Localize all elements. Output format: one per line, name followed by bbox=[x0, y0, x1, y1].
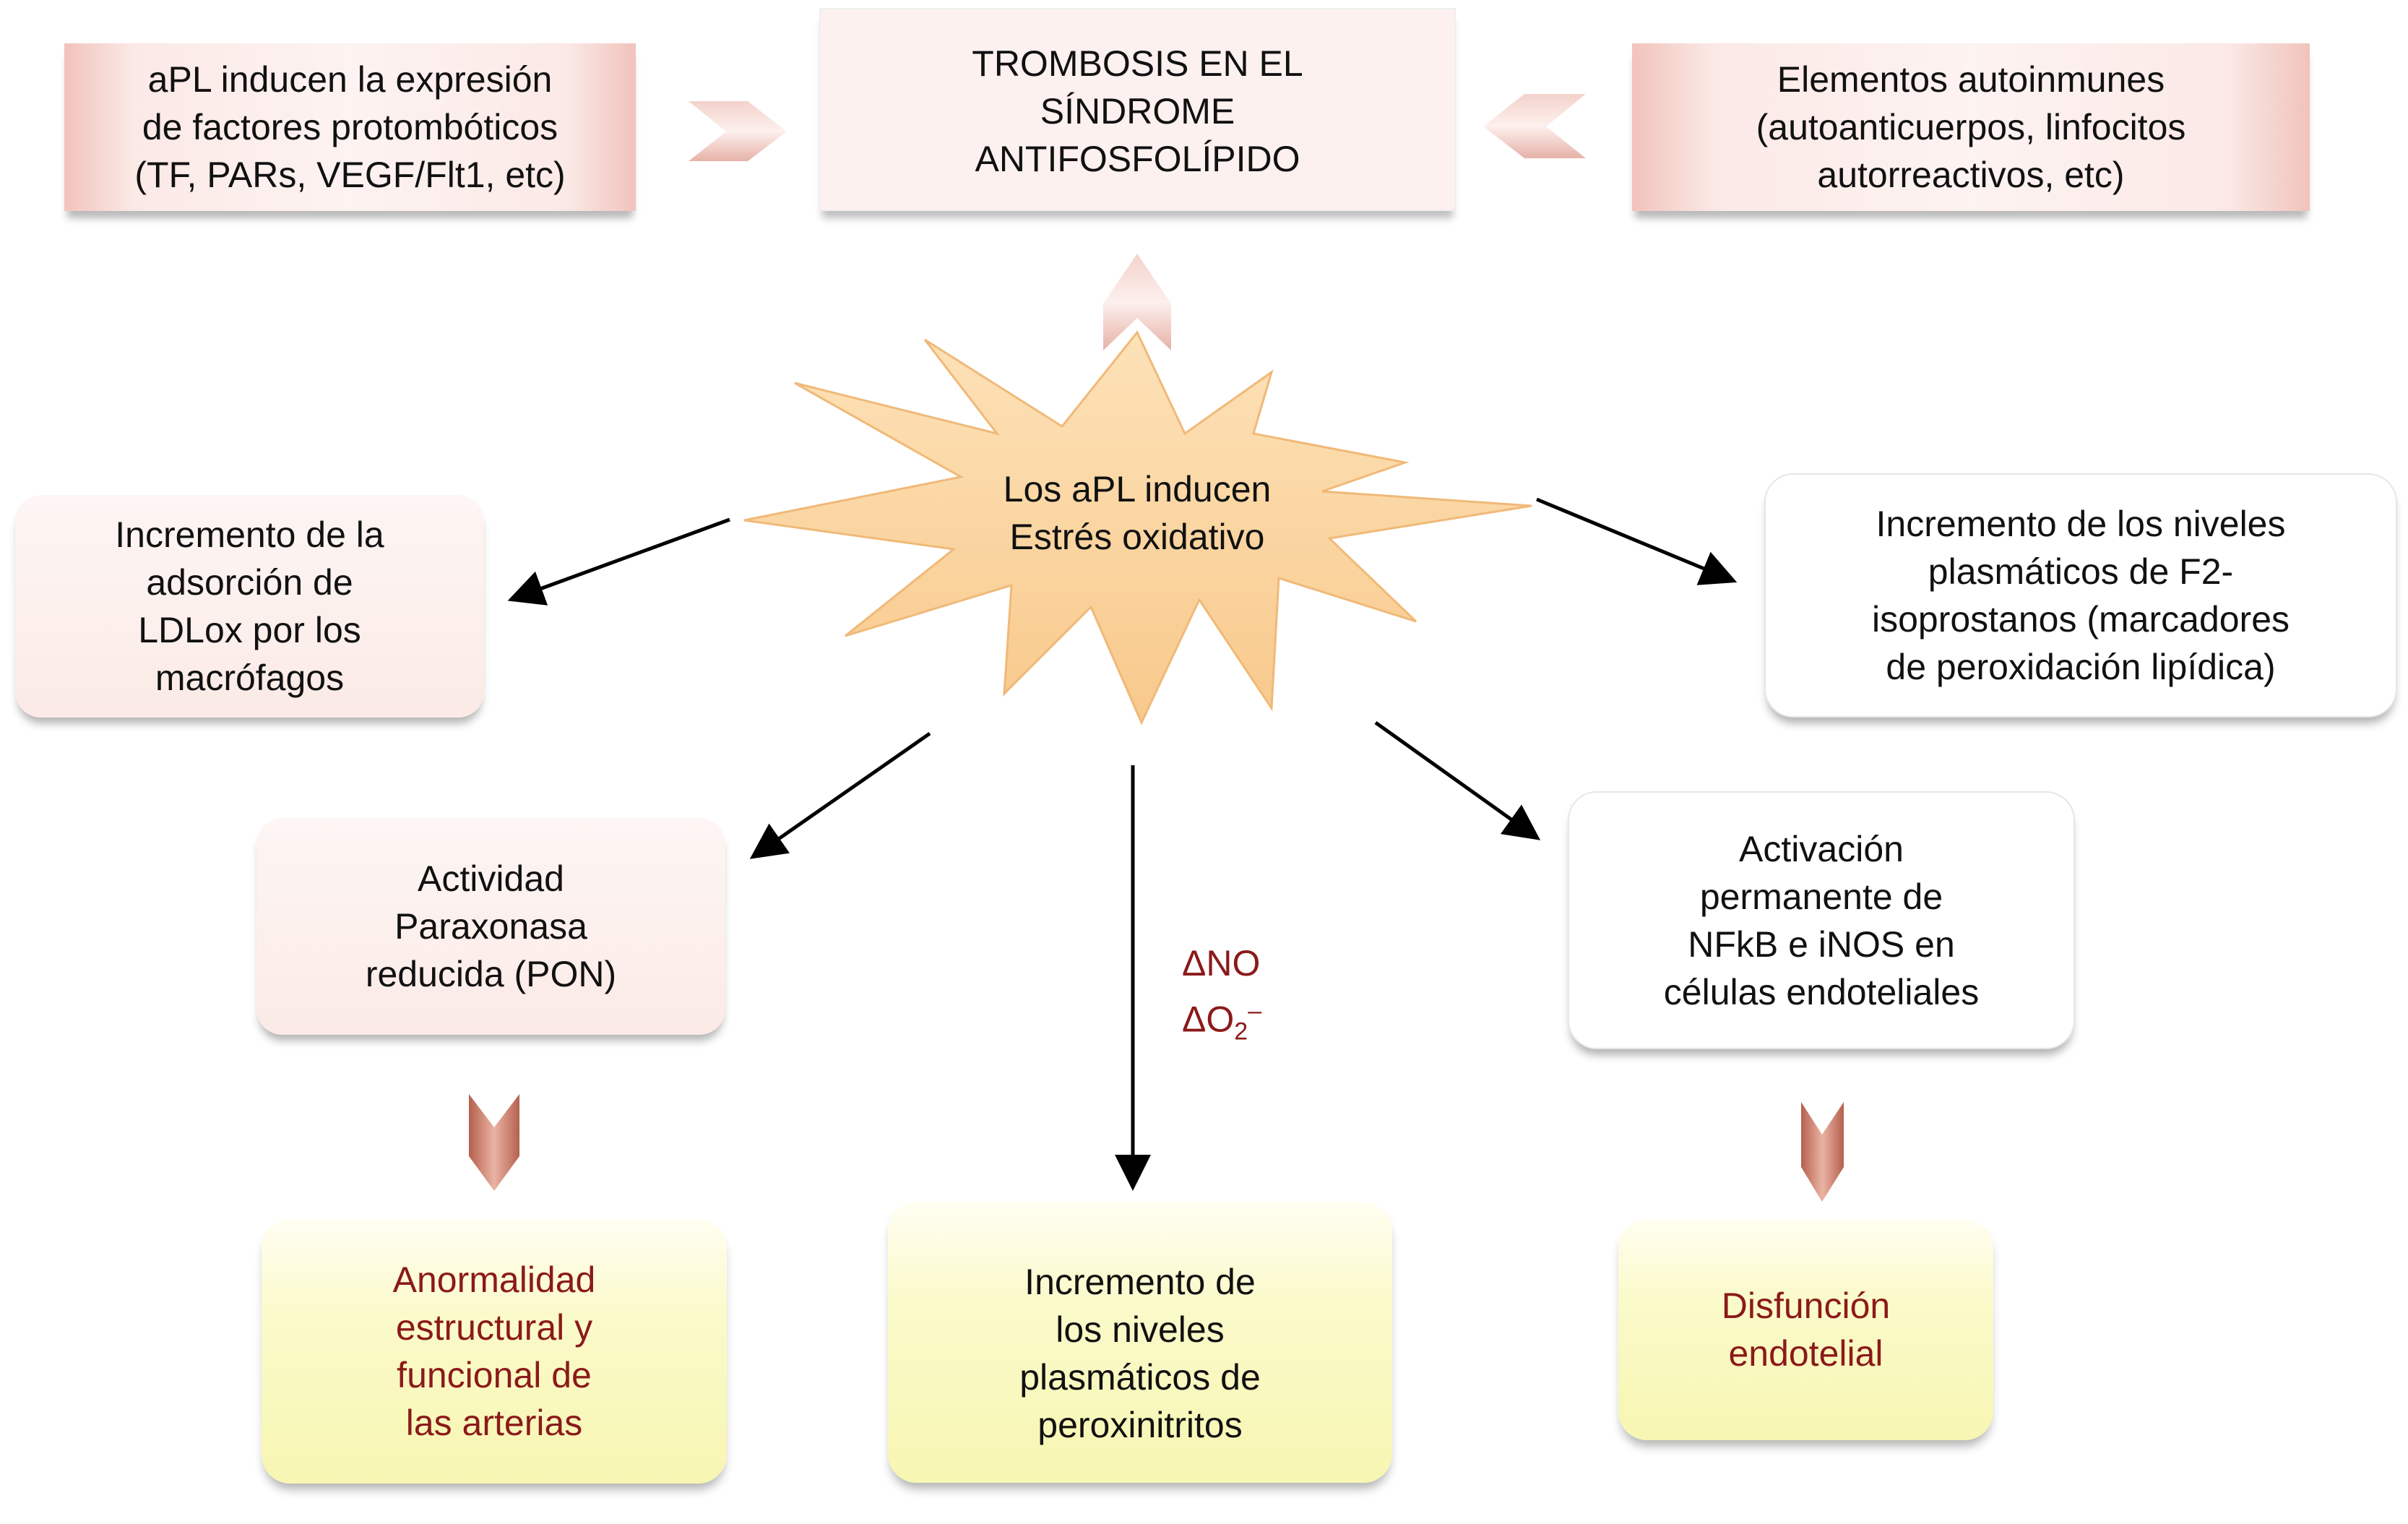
delta-o2-label: ΔO2– bbox=[1182, 987, 1261, 1056]
box-elementos-autoinmunes: Elementos autoinmunes (autoanticuerpos, … bbox=[1632, 43, 2310, 211]
box-disfuncion-endotelial: Disfunción endotelial bbox=[1618, 1219, 1993, 1440]
box-factores-protromboticos: aPL inducen la expresión de factores pro… bbox=[64, 43, 636, 211]
box-text: Anormalidad estructural y funcional de l… bbox=[392, 1260, 596, 1443]
chevron-down-icon bbox=[469, 1094, 519, 1191]
chevron-down-icon bbox=[1801, 1102, 1844, 1202]
box-text: Incremento de los niveles plasmáticos de… bbox=[1871, 504, 2290, 687]
box-isoprostanos: Incremento de los niveles plasmáticos de… bbox=[1764, 473, 2397, 718]
star-text: Los aPL inducen Estrés oxidativo bbox=[1003, 469, 1272, 557]
arrow-to-paraxonasa bbox=[749, 731, 931, 859]
star-burst-shape bbox=[743, 330, 1532, 726]
arrow-to-ldlox bbox=[507, 517, 730, 606]
star-label: Los aPL inducen Estrés oxidativo bbox=[920, 462, 1354, 564]
arrow-to-nfkb bbox=[1374, 720, 1541, 840]
box-text: Elementos autoinmunes (autoanticuerpos, … bbox=[1756, 59, 2186, 195]
box-text: Disfunción endotelial bbox=[1721, 1286, 1891, 1374]
superscript: – bbox=[1248, 997, 1262, 1025]
delta-o-text: ΔO bbox=[1182, 999, 1235, 1040]
delta-no-label: ΔNO bbox=[1182, 943, 1261, 983]
box-text: Actividad Paraxonasa reducida (PON) bbox=[365, 858, 617, 994]
box-text: Incremento de la adsorción de LDLox por … bbox=[115, 515, 384, 698]
chevron-left-icon bbox=[1483, 94, 1586, 158]
box-text: TROMBOSIS EN EL SÍNDROME ANTIFOSFOLÍPIDO bbox=[972, 43, 1303, 179]
box-trombosis: TROMBOSIS EN EL SÍNDROME ANTIFOSFOLÍPIDO bbox=[819, 8, 1456, 211]
chevron-right-icon bbox=[689, 101, 787, 161]
box-nfkb: Activación permanente de NFkB e iNOS en … bbox=[1568, 791, 2075, 1049]
subscript: 2 bbox=[1234, 1017, 1248, 1046]
box-text: Activación permanente de NFkB e iNOS en … bbox=[1663, 828, 1980, 1012]
arrow-to-isoprostanos bbox=[1536, 497, 1738, 585]
box-anormalidad-arterias: Anormalidad estructural y funcional de l… bbox=[262, 1219, 727, 1484]
box-peroxinitritos: Incremento de los niveles plasmáticos de… bbox=[888, 1202, 1392, 1483]
chevron-up-icon bbox=[1103, 254, 1171, 350]
box-text: aPL inducen la expresión de factores pro… bbox=[134, 59, 566, 195]
box-ldlox: Incremento de la adsorción de LDLox por … bbox=[15, 495, 484, 718]
box-text: Incremento de los niveles plasmáticos de… bbox=[1019, 1261, 1261, 1445]
box-paraxonasa: Actividad Paraxonasa reducida (PON) bbox=[256, 818, 725, 1035]
arrow-label-reactive-species: ΔNO ΔO2– bbox=[1182, 939, 1261, 1056]
